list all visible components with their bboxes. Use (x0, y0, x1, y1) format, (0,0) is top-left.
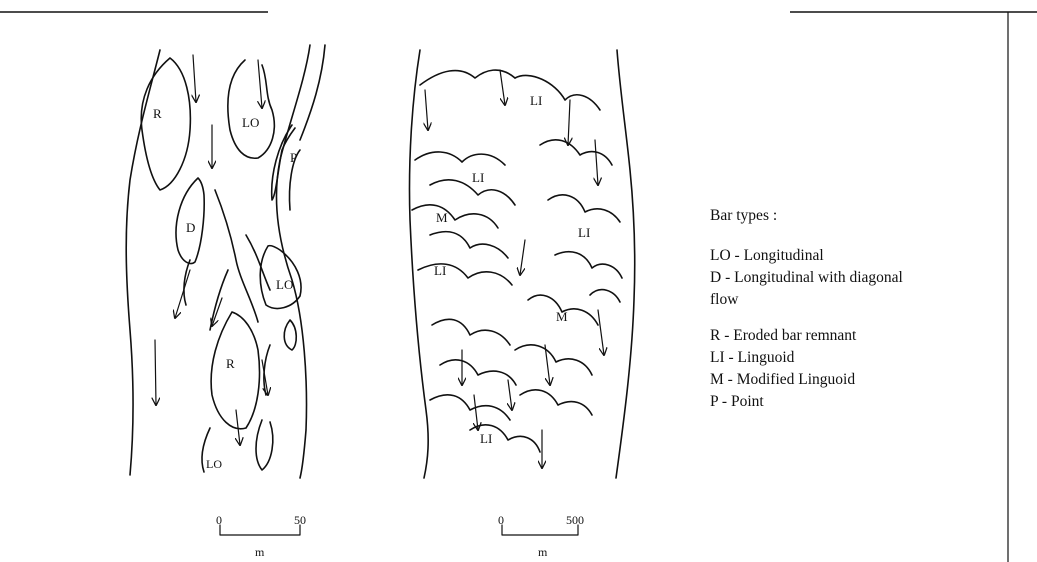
legend-item-d: D - Longitudinal with diagonal (710, 267, 1010, 289)
label-M-upper: M (436, 210, 448, 225)
scale-left-unit: m (255, 545, 265, 559)
legend-item-lo: LO - Longitudinal (710, 245, 1010, 267)
label-D: D (186, 220, 195, 235)
scale-left-start: 0 (216, 513, 222, 527)
label-LI-top: LI (530, 93, 542, 108)
label-LO-bottom: LO (206, 457, 222, 471)
scale-bar-left: 0 50 m (216, 513, 306, 559)
bar-R-upper (141, 58, 190, 190)
legend-item-m: M - Modified Linguoid (710, 369, 1010, 391)
label-P: P (290, 150, 297, 165)
scale-right-start: 0 (498, 513, 504, 527)
right-channel-sketch: LI LI M LI LI M LI (409, 50, 634, 478)
label-LI-upper: LI (472, 170, 484, 185)
label-R-lower: R (226, 356, 235, 371)
bar-LO-upper (228, 60, 275, 158)
bar-D-diagonal (176, 178, 204, 305)
legend-spacer (710, 311, 1010, 325)
bar-types-legend: Bar types : LO - Longitudinal D - Longit… (710, 205, 1010, 413)
legend-title: Bar types : (710, 205, 1010, 227)
right-bar-labels: LI LI M LI LI M LI (434, 93, 590, 446)
scale-bar-right: 0 500 m (498, 513, 584, 559)
label-LO-middle: LO (276, 277, 293, 292)
label-LI-middle: LI (434, 263, 446, 278)
small-bars (264, 320, 296, 395)
scale-left-end: 50 (294, 513, 306, 527)
label-LI-bottom: LI (480, 431, 492, 446)
legend-item-li: LI - Linguoid (710, 347, 1010, 369)
linguoid-crests (412, 70, 622, 452)
legend-item-r: R - Eroded bar remnant (710, 325, 1010, 347)
label-LO-upper: LO (242, 115, 259, 130)
legend-item-d-continued: flow (710, 289, 1010, 311)
legend-item-p: P - Point (710, 391, 1010, 413)
scale-right-end: 500 (566, 513, 584, 527)
label-M-lower: M (556, 309, 568, 324)
scale-right-unit: m (538, 545, 548, 559)
right-flow-arrows (425, 70, 604, 468)
label-LI-right: LI (578, 225, 590, 240)
central-channel-lines (210, 190, 270, 330)
left-channel-sketch: R LO P D LO R LO (126, 45, 325, 478)
label-R-upper: R (153, 106, 162, 121)
bar-R-lower (211, 312, 259, 429)
